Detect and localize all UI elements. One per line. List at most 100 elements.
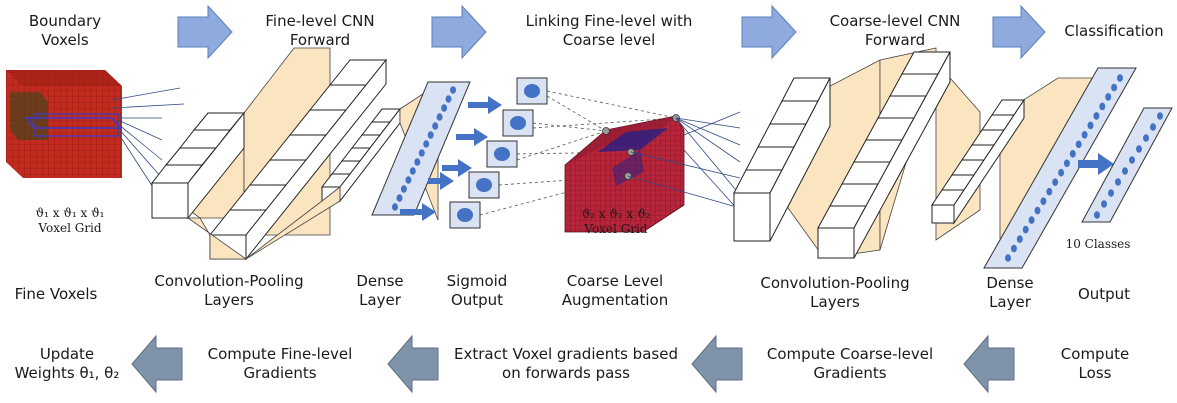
neuron bbox=[414, 158, 421, 166]
output-neuron bbox=[1129, 156, 1135, 164]
neuron bbox=[1105, 93, 1112, 101]
coarse-conv-cells-3 bbox=[931, 98, 1025, 225]
neuron bbox=[436, 113, 443, 121]
stage-fine-cnn-forward: Fine-level CNN Forward bbox=[240, 12, 400, 50]
neuron bbox=[1087, 121, 1094, 130]
neuron bbox=[1028, 216, 1035, 224]
stage-update-weights: Update Weights θ₁, θ₂ bbox=[4, 345, 130, 383]
backward-arrow-3 bbox=[691, 334, 743, 394]
stage-coarse-cnn-forward: Coarse-level CNN Forward bbox=[810, 12, 980, 50]
stage-label-line: Classification bbox=[1064, 22, 1164, 40]
forward-arrow-2 bbox=[431, 4, 487, 60]
coarse-conv-cells-1 bbox=[733, 77, 831, 242]
neuron bbox=[441, 104, 448, 112]
output-neuron bbox=[1143, 134, 1149, 142]
label-line: Convolution-Pooling bbox=[154, 272, 304, 290]
neuron bbox=[1111, 83, 1118, 92]
output-layer bbox=[1081, 107, 1173, 223]
neuron bbox=[1063, 159, 1070, 168]
forward-arrow-4 bbox=[992, 4, 1046, 60]
neuron bbox=[1005, 254, 1011, 262]
neuron bbox=[400, 185, 407, 193]
output-neuron bbox=[1122, 167, 1128, 175]
neuron bbox=[1069, 150, 1076, 158]
backward-arrow-4 bbox=[963, 334, 1015, 394]
output-neuron bbox=[1101, 200, 1107, 208]
coarse-connections bbox=[627, 111, 741, 213]
neuron bbox=[1052, 178, 1059, 186]
neuron bbox=[1034, 206, 1041, 215]
neuron bbox=[432, 122, 439, 130]
grid-dims: ϑ₂ x ϑ₂ x ϑ₂ bbox=[581, 207, 651, 221]
label-line: Convolution-Pooling bbox=[760, 274, 910, 292]
neuron bbox=[1093, 112, 1100, 120]
stage-label-line: Linking Fine-level with bbox=[525, 12, 693, 30]
stage-label-line: Forward bbox=[289, 31, 351, 49]
coarse-dense-neurons bbox=[1005, 74, 1123, 262]
sigmoid-arrows bbox=[400, 96, 502, 221]
conv-pool-label-1: Convolution-Pooling Layers bbox=[144, 272, 314, 310]
stage-label-line: Gradients bbox=[243, 364, 317, 382]
forward-arrow-1 bbox=[177, 4, 233, 60]
fine-dense-layer bbox=[371, 81, 471, 216]
backward-arrow-1 bbox=[131, 334, 183, 394]
output-neuron bbox=[1115, 178, 1121, 186]
coarse-grid-label: ϑ₂ x ϑ₂ x ϑ₂ Voxel Grid bbox=[560, 207, 672, 237]
stage-label-line: Extract Voxel gradients based bbox=[454, 345, 678, 363]
stage-label-line: Boundary bbox=[28, 12, 102, 30]
stage-label-line: Coarse level bbox=[562, 31, 656, 49]
label-line: Layers bbox=[204, 291, 254, 309]
label-line: Layers bbox=[810, 293, 860, 311]
neuron bbox=[1117, 74, 1123, 82]
neuron bbox=[396, 194, 403, 202]
label-line: Layer bbox=[359, 291, 401, 309]
neuron bbox=[1081, 131, 1088, 139]
neuron bbox=[1046, 187, 1053, 196]
neuron bbox=[450, 86, 456, 94]
coarse-voxel-mesh bbox=[564, 114, 685, 233]
sigmoid-output-label: Sigmoid Output bbox=[432, 272, 522, 310]
dense-layer-label-1: Dense Layer bbox=[340, 272, 420, 310]
fine-dense-neurons bbox=[392, 86, 456, 211]
neuron bbox=[1058, 168, 1065, 177]
output-neurons bbox=[1094, 112, 1163, 219]
classes-label: 10 Classes bbox=[1065, 237, 1131, 251]
backward-arrow-2 bbox=[387, 334, 439, 394]
neuron bbox=[423, 140, 430, 148]
stage-boundary-voxels: Boundary Voxels bbox=[10, 12, 120, 50]
coarse-conv-cells-2 bbox=[817, 51, 951, 259]
neuron bbox=[418, 149, 425, 157]
neuron bbox=[1040, 197, 1047, 205]
output-label: Output bbox=[1077, 285, 1131, 303]
bottom-backward-arrows bbox=[131, 334, 1015, 394]
grid-dims: ϑ₁ x ϑ₁ x ϑ₁ bbox=[35, 206, 105, 220]
stage-classification: Classification bbox=[1054, 22, 1174, 41]
label-line: Coarse Level bbox=[566, 272, 664, 290]
stage-label-line: on forwards pass bbox=[502, 364, 630, 382]
output-neuron bbox=[1150, 123, 1156, 131]
stage-label-line: Compute Fine-level bbox=[207, 345, 353, 363]
stage-fine-gradients: Compute Fine-level Gradients bbox=[190, 345, 370, 383]
neuron bbox=[427, 131, 434, 139]
neuron bbox=[445, 95, 452, 103]
output-neuron bbox=[1094, 211, 1100, 219]
stage-compute-loss: Compute Loss bbox=[1040, 345, 1150, 383]
stage-extract-voxel-gradients: Extract Voxel gradients based on forward… bbox=[448, 345, 684, 383]
neuron bbox=[392, 203, 398, 211]
fine-voxel-mesh bbox=[6, 70, 122, 178]
label-line: Sigmoid bbox=[446, 272, 508, 290]
neuron bbox=[1022, 225, 1029, 234]
neuron bbox=[405, 176, 412, 184]
dense-layer-label-2: Dense Layer bbox=[970, 274, 1050, 312]
label-line: Dense bbox=[986, 274, 1034, 292]
fine-grid-label: ϑ₁ x ϑ₁ x ϑ₁ Voxel Grid bbox=[14, 206, 126, 236]
sigmoid-outputs bbox=[449, 77, 548, 229]
top-forward-arrows bbox=[177, 4, 1046, 60]
label-line: Output bbox=[450, 291, 504, 309]
stage-label-line: Compute Coarse-level bbox=[766, 345, 934, 363]
neuron bbox=[1010, 244, 1017, 253]
neuron bbox=[1099, 102, 1106, 111]
neuron bbox=[409, 167, 416, 175]
stage-label-line: Compute bbox=[1060, 345, 1130, 363]
